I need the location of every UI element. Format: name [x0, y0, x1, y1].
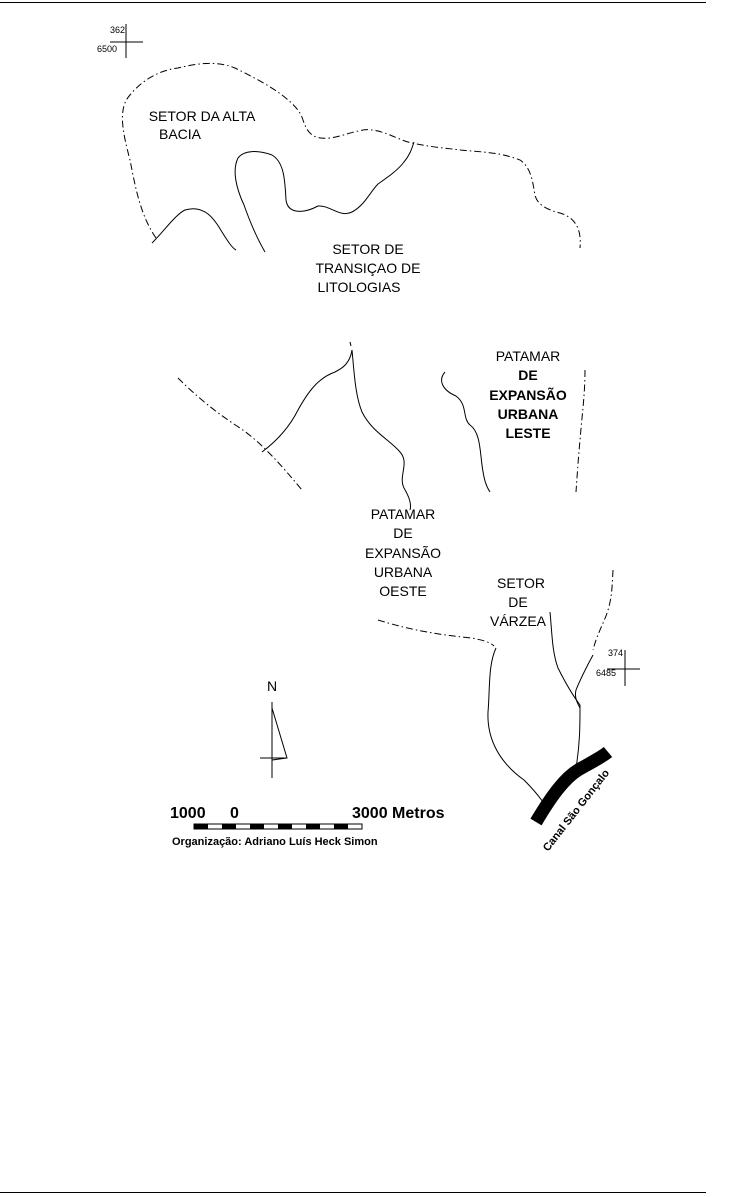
sector-label-alta-bacia: SETOR DA ALTA BACIA [149, 108, 256, 142]
svg-text:BACIA: BACIA [159, 126, 202, 142]
canal-sao-goncalo: Canal São Gonçalo [536, 752, 612, 854]
svg-text:SETOR DA ALTA: SETOR DA ALTA [149, 108, 256, 124]
northing-label-se: 6485 [596, 668, 616, 678]
scale-label-right: 3000 Metros [352, 805, 445, 822]
scale-label-left: 1000 [170, 805, 206, 822]
canal-label: Canal São Gonçalo [541, 767, 612, 854]
credit-text: Organização: Adriano Luís Heck Simon [172, 836, 378, 848]
scale-label-zero: 0 [230, 805, 239, 822]
sector-label-varzea: SETOR DE VÁRZEA [490, 575, 547, 629]
sector-label-expansao-leste: PATAMAR DE EXPANSÃO URBANA LESTE [489, 348, 567, 441]
north-arrow-icon: N [260, 678, 287, 778]
scale-bar: 1000 0 3000 Metros [170, 805, 445, 829]
svg-text:EXPANSÃO: EXPANSÃO [489, 386, 567, 403]
easting-label-nw: 362 [110, 25, 125, 35]
svg-text:DE: DE [393, 525, 412, 541]
sector-label-transicao: SETOR DE TRANSIÇAO DE LITOLOGIAS [315, 241, 420, 295]
northing-label-nw: 6500 [97, 44, 117, 54]
svg-text:TRANSIÇAO DE: TRANSIÇAO DE [315, 260, 420, 276]
svg-text:PATAMAR: PATAMAR [371, 506, 436, 522]
svg-text:DE: DE [518, 367, 537, 383]
coordinate-tick-se: 374 6485 [596, 648, 640, 686]
svg-text:DE: DE [508, 594, 527, 610]
easting-label-se: 374 [608, 648, 623, 658]
svg-text:VÁRZEA: VÁRZEA [490, 613, 547, 629]
coordinate-tick-nw: 362 6500 [97, 24, 143, 58]
svg-text:PATAMAR: PATAMAR [496, 348, 561, 364]
svg-text:OESTE: OESTE [379, 583, 426, 599]
svg-text:URBANA: URBANA [498, 406, 559, 422]
svg-text:SETOR DE: SETOR DE [332, 241, 403, 257]
svg-text:LESTE: LESTE [505, 425, 550, 441]
svg-text:URBANA: URBANA [374, 564, 433, 580]
sector-label-expansao-oeste: PATAMAR DE EXPANSÃO URBANA OESTE [365, 506, 441, 599]
svg-text:EXPANSÃO: EXPANSÃO [365, 545, 441, 561]
svg-text:LITOLOGIAS: LITOLOGIAS [318, 279, 401, 295]
svg-text:SETOR: SETOR [497, 575, 545, 591]
north-label: N [267, 678, 277, 694]
